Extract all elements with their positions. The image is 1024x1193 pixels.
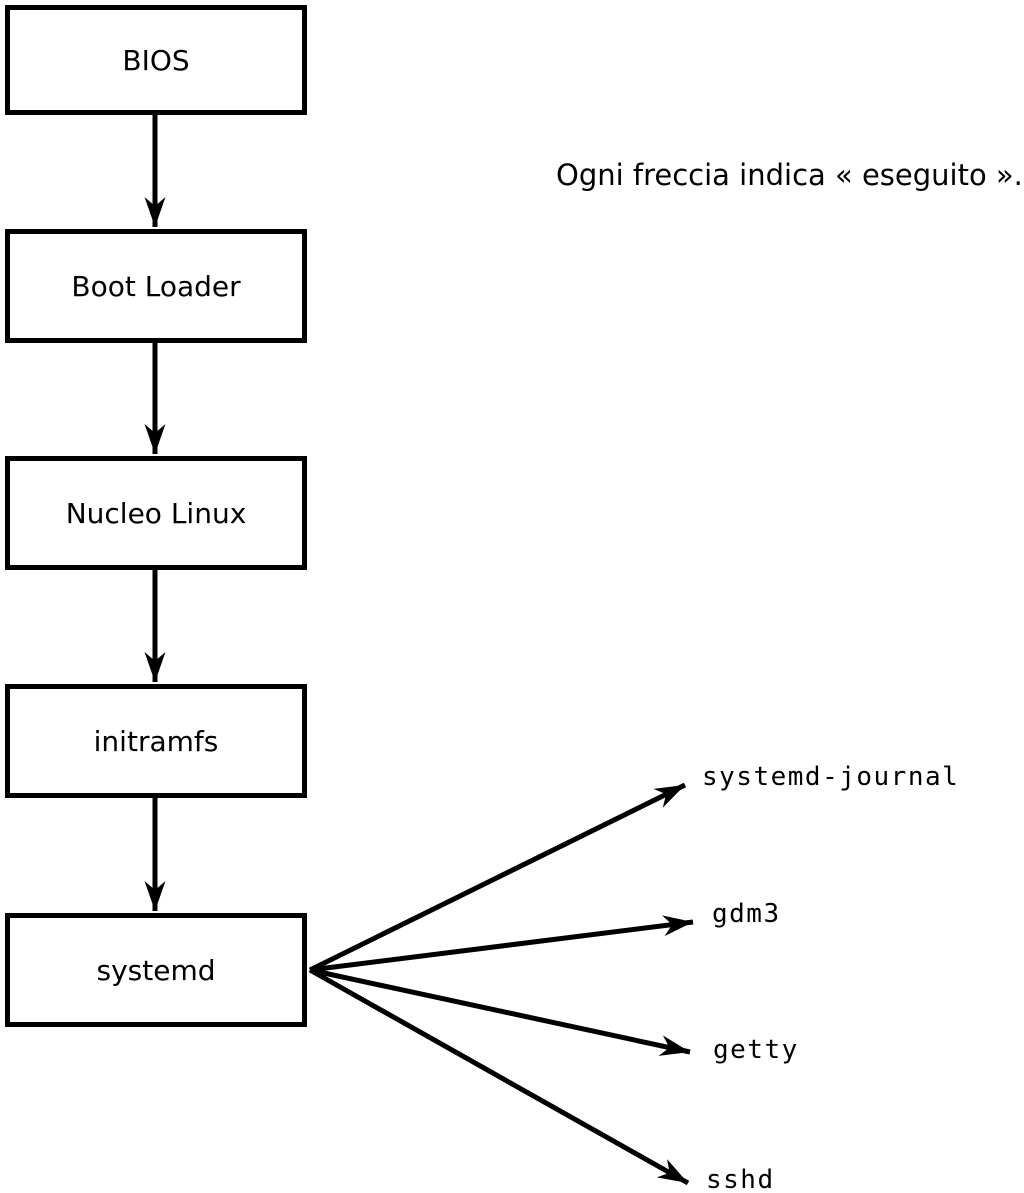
arrow-systemd-to-sshd: [308, 967, 690, 1186]
node-label-nucleo-linux: Nucleo Linux: [66, 497, 247, 530]
node-label-systemd: systemd: [97, 954, 216, 987]
arrow-systemd-to-systemd-journal: [308, 782, 687, 973]
service-label-systemd-journal: systemd-journal: [702, 762, 959, 792]
diagram-caption: Ogni freccia indica « eseguito ».: [556, 158, 1023, 192]
arrow-systemd-to-gdm3: [309, 915, 694, 973]
node-label-boot-loader: Boot Loader: [71, 270, 241, 303]
node-box-systemd: [5, 913, 307, 1027]
node-label-bios: BIOS: [122, 44, 189, 77]
node-box-bios: [5, 5, 307, 115]
service-label-getty: getty: [713, 1035, 799, 1065]
service-label-sshd: sshd: [706, 1165, 775, 1193]
node-box-nucleo-linux: [5, 456, 307, 570]
service-label-gdm3: gdm3: [712, 899, 781, 929]
arrow-systemd-to-getty: [309, 967, 691, 1056]
node-label-initramfs: initramfs: [94, 725, 219, 758]
node-box-boot-loader: [5, 229, 307, 343]
node-box-initramfs: [5, 684, 307, 798]
